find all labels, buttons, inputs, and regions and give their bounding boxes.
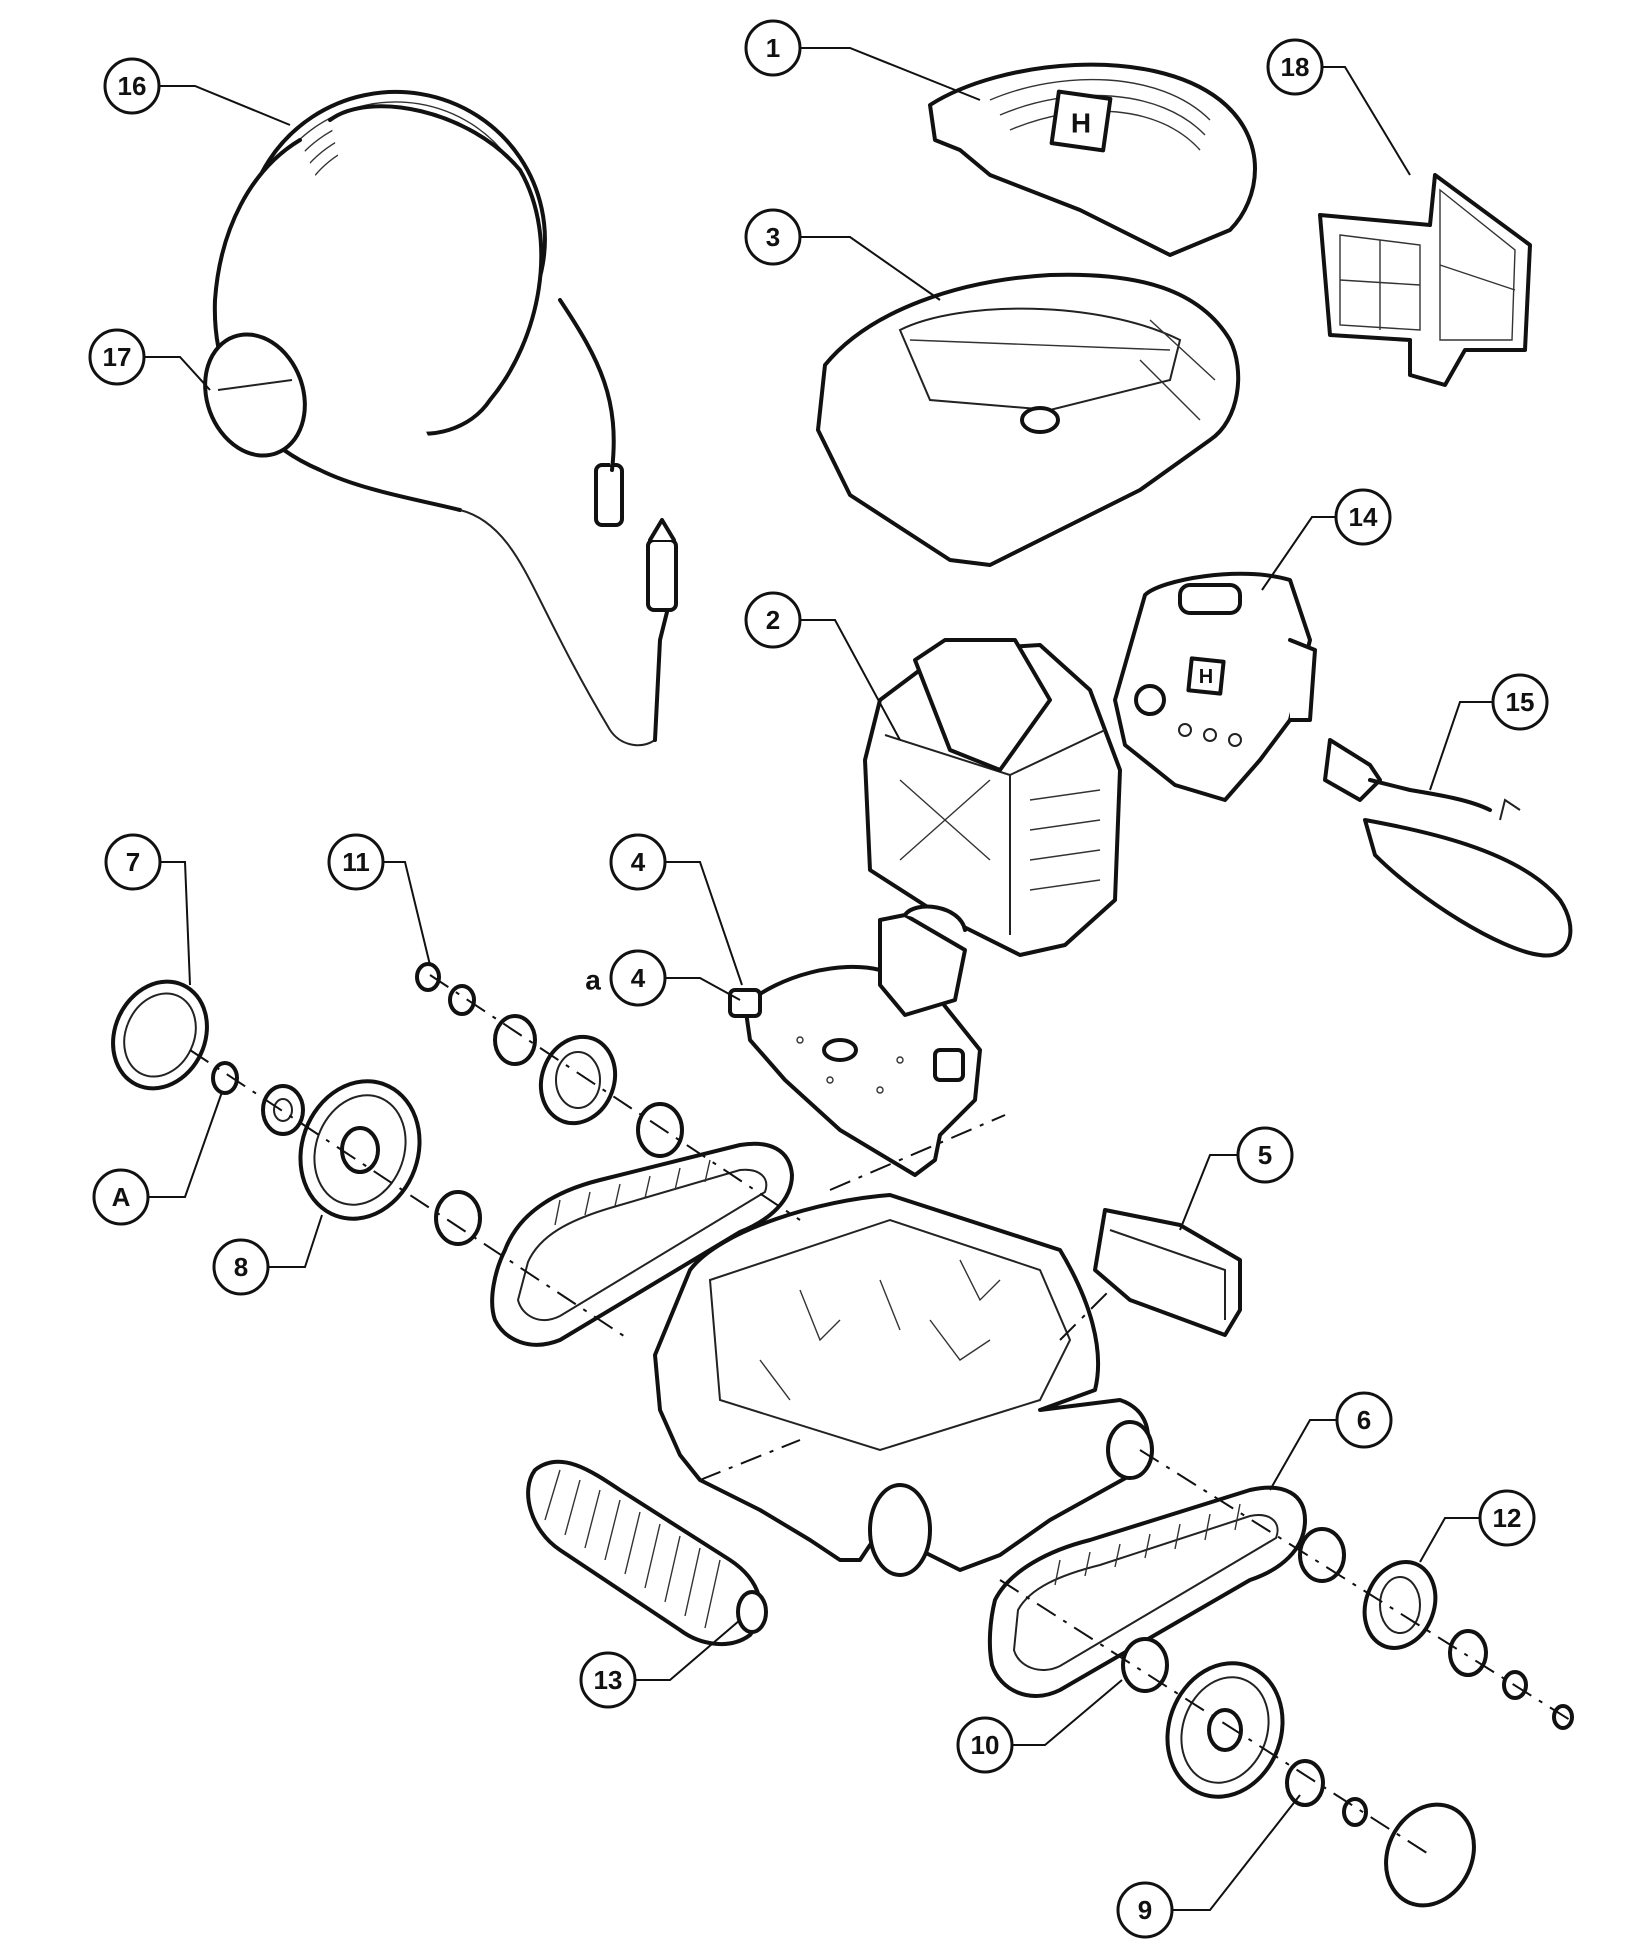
callout-3-label: 3 xyxy=(766,222,780,252)
brush-roller xyxy=(526,1459,768,1647)
callout-15-label: 15 xyxy=(1506,687,1535,717)
callout-12-label: 12 xyxy=(1493,1503,1522,1533)
callout-1: 1 xyxy=(744,19,802,77)
motor-block xyxy=(728,904,982,1177)
filter-canister-top xyxy=(816,272,1241,567)
left-washer xyxy=(261,1084,305,1136)
callout-1-label: 1 xyxy=(766,33,780,63)
right-front-wheel xyxy=(1362,1560,1438,1650)
callout-6-label: 6 xyxy=(1357,1405,1371,1435)
callout-9: 9 xyxy=(1116,1881,1174,1939)
filter-panel xyxy=(1318,173,1532,387)
assembly-axes xyxy=(189,974,1571,1856)
callout-5: 5 xyxy=(1236,1126,1294,1184)
callout-a: A xyxy=(92,1168,150,1226)
callout-13-label: 13 xyxy=(594,1665,623,1695)
callout-7: 7 xyxy=(104,833,162,891)
top-cover-lid: H xyxy=(928,62,1257,257)
callout-17-label: 17 xyxy=(103,342,132,372)
power-supply: H xyxy=(1113,571,1317,802)
left-hub-cap xyxy=(111,979,209,1091)
filter-canister xyxy=(863,638,1122,957)
right-rear-bushing xyxy=(1121,1637,1169,1693)
callout-4-lower: a 4 xyxy=(585,949,667,1007)
right-drive-track xyxy=(987,1485,1307,1698)
callout-13: 13 xyxy=(579,1651,637,1709)
callout-14-label: 14 xyxy=(1349,502,1378,532)
callout-10: 10 xyxy=(956,1716,1014,1774)
callout-6: 6 xyxy=(1335,1391,1393,1449)
callout-7-label: 7 xyxy=(126,847,140,877)
right-front-washer xyxy=(1448,1629,1488,1677)
left-drive-track xyxy=(490,1141,794,1347)
callout-16: 16 xyxy=(103,57,161,115)
lid-logo-glyph: H xyxy=(1071,108,1091,139)
left-drive-wheel xyxy=(298,1079,422,1221)
callout-4-lower-label: 4 xyxy=(631,963,646,993)
callout-9-label: 9 xyxy=(1138,1895,1152,1925)
chassis-body xyxy=(653,1193,1154,1577)
callout-8: 8 xyxy=(212,1238,270,1296)
callout-4-upper: 4 xyxy=(609,833,667,891)
callout-17: 17 xyxy=(88,328,146,386)
callout-2-label: 2 xyxy=(766,605,780,635)
right-rear-clip xyxy=(1342,1797,1368,1827)
callout-11: 11 xyxy=(327,833,385,891)
left-bushing xyxy=(434,1190,482,1246)
callout-5-label: 5 xyxy=(1258,1140,1272,1170)
left-clip-a xyxy=(211,1061,239,1095)
right-hub-cap xyxy=(1384,1802,1476,1908)
callout-4-upper-label: 4 xyxy=(631,847,646,877)
cable-float xyxy=(203,332,307,458)
callout-a-label: A xyxy=(112,1182,131,1212)
callout-3: 3 xyxy=(744,208,802,266)
callout-11-label: 11 xyxy=(342,847,370,877)
callout-12: 12 xyxy=(1478,1489,1536,1547)
right-rear-washer xyxy=(1285,1759,1325,1807)
callout-8-label: 8 xyxy=(234,1252,248,1282)
right-drive-wheel xyxy=(1165,1661,1285,1799)
left-rear-wheel xyxy=(538,1034,618,1126)
callout-18-label: 18 xyxy=(1281,52,1310,82)
left-rear-washer xyxy=(493,1014,537,1066)
callout-leaders xyxy=(143,47,1493,1911)
callout-4a-prefix: a xyxy=(585,965,601,996)
left-rear-bushing xyxy=(636,1102,684,1158)
callout-16-label: 16 xyxy=(118,71,147,101)
right-front-clip xyxy=(1502,1670,1574,1730)
callout-14: 14 xyxy=(1334,488,1392,546)
callout-18: 18 xyxy=(1266,38,1324,96)
callout-10-label: 10 xyxy=(971,1730,1000,1760)
front-grille xyxy=(1093,1208,1242,1337)
callout-2: 2 xyxy=(744,591,802,649)
power-supply-logo-glyph: H xyxy=(1199,666,1213,688)
callout-15: 15 xyxy=(1491,673,1549,731)
power-cord xyxy=(1323,738,1573,958)
right-front-bushing xyxy=(1298,1527,1346,1583)
left-rear-clip xyxy=(415,962,476,1016)
